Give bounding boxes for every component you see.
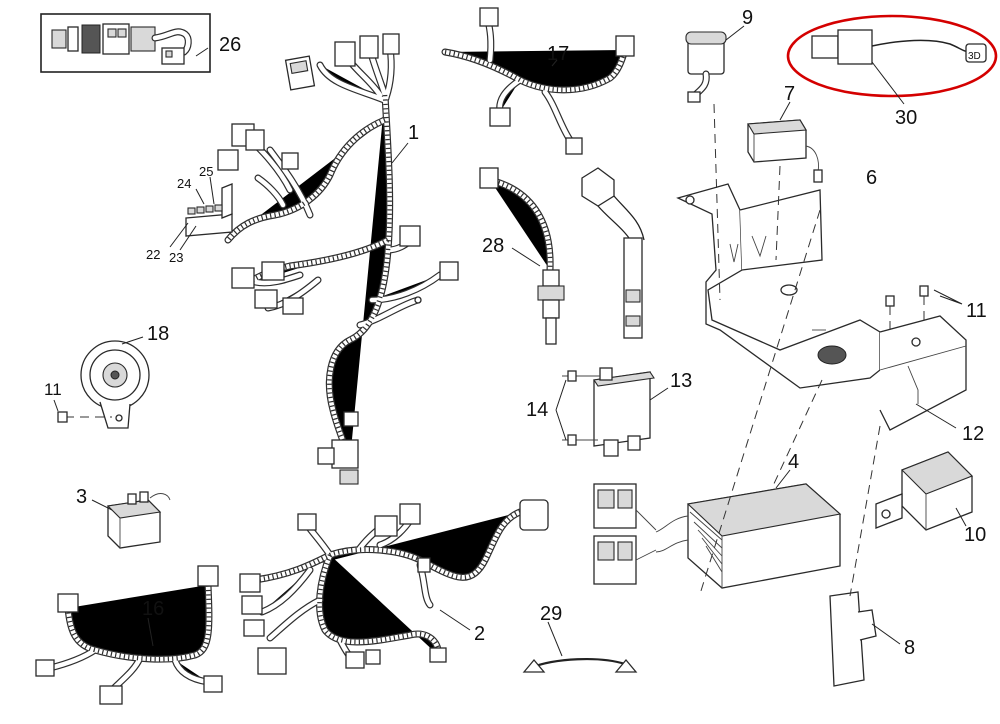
callout-25: 25	[199, 164, 213, 179]
part-1-main-harness: 1	[217, 33, 459, 485]
callout-29: 29	[540, 603, 562, 625]
part-30-highlighted-sensor: 3D 30	[786, 14, 998, 129]
connector-label-3d: 3D	[968, 51, 981, 62]
part-13-ignition-coil: 13 14	[526, 167, 692, 457]
part-28-sensor: 28	[479, 167, 565, 345]
callout-16: 16	[142, 598, 164, 620]
callout-11-tray-bolts: 11	[966, 300, 987, 322]
part-2-rear-harness: 2	[239, 499, 549, 675]
callout-8: 8	[904, 637, 915, 659]
callout-18: 18	[147, 323, 169, 345]
callout-3: 3	[76, 486, 87, 508]
part-7-relay: 7	[747, 83, 823, 183]
callout-7: 7	[784, 83, 795, 105]
assembly-guide-lines	[699, 103, 881, 597]
callout-23: 23	[169, 250, 183, 265]
part-8-module: 8	[829, 591, 915, 687]
callout-26: 26	[219, 34, 241, 56]
callout-4: 4	[788, 451, 799, 473]
part-16-sub-harness: 16	[35, 565, 223, 705]
callout-1: 1	[408, 122, 419, 144]
part-10-relay: 10	[875, 451, 986, 546]
part-4-regulator: 4	[593, 451, 842, 589]
part-11-12-bolts-and-bracket: 11 12	[885, 285, 987, 445]
part-26-ignition-switch: 26	[40, 13, 241, 73]
callout-9: 9	[742, 7, 753, 29]
callout-14: 14	[526, 399, 548, 421]
part-18-horn: 18 11	[44, 323, 169, 429]
part-3-starter-relay: 3	[76, 486, 171, 549]
callout-12: 12	[962, 423, 984, 445]
callout-11-horn-bolt: 11	[44, 380, 62, 399]
part-22-25-ground-terminal-block: 24 25 22 23	[146, 164, 233, 265]
part-29-ground-strap: 29	[522, 603, 638, 673]
callout-6: 6	[866, 167, 877, 189]
part-9-fuse-holder: 9	[685, 7, 753, 103]
highlight-oval	[786, 14, 998, 98]
callout-28: 28	[482, 235, 504, 257]
part-17-front-harness: 17	[445, 7, 635, 155]
callout-13: 13	[670, 370, 692, 392]
callout-2: 2	[474, 623, 485, 645]
callout-22: 22	[146, 247, 160, 262]
callout-17: 17	[547, 43, 569, 65]
part-6-battery-tray: 6	[676, 167, 967, 431]
callout-10: 10	[964, 524, 986, 546]
callout-30: 30	[895, 107, 917, 129]
callout-24: 24	[177, 176, 191, 191]
